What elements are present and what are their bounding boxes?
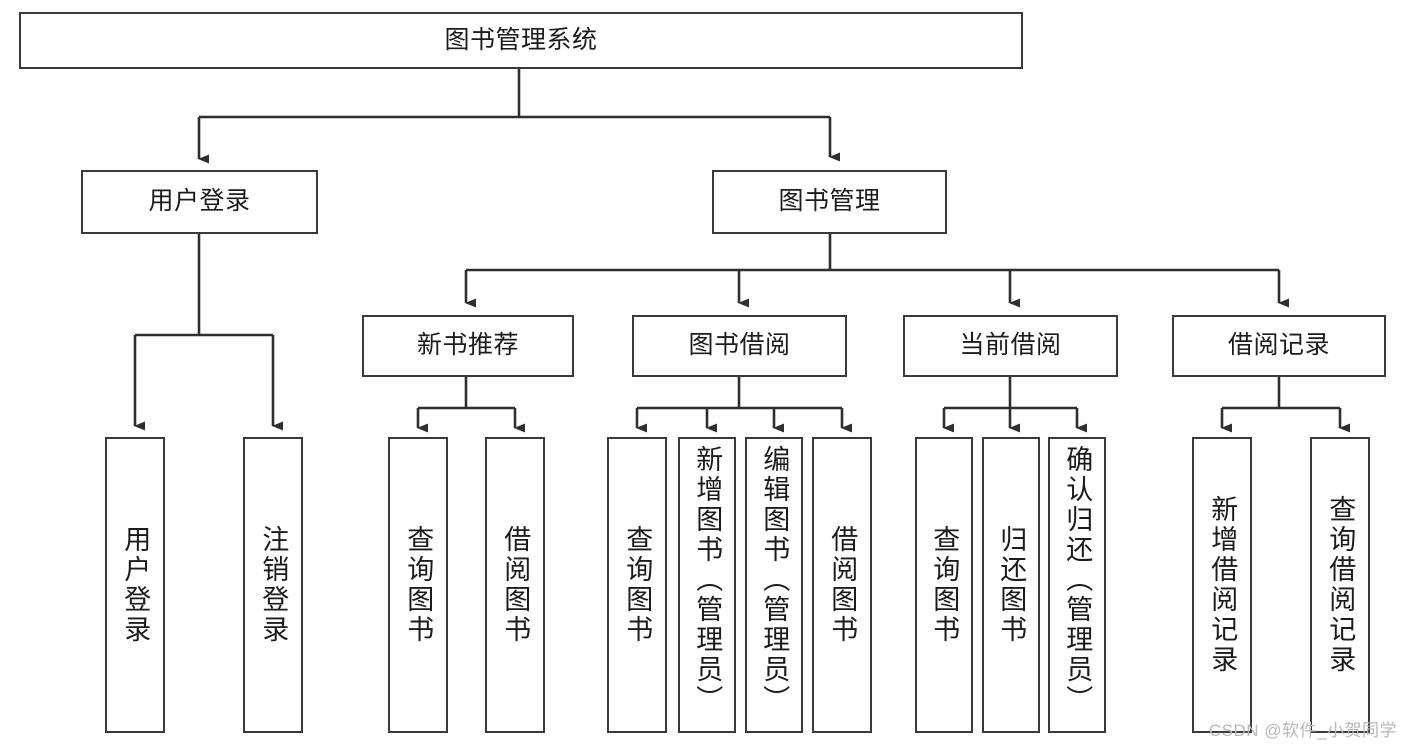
leaf-logout[interactable]: 注销登录	[243, 437, 303, 733]
node-label: 查询借阅记录	[1325, 495, 1356, 675]
node-label: 图书管理	[778, 187, 881, 216]
node-new-book-recommend[interactable]: 新书推荐	[362, 315, 574, 377]
leaf-confirm-return-admin[interactable]: 确认归还（管理员）	[1048, 437, 1106, 733]
node-label: 新增图书（管理员）	[692, 445, 723, 715]
node-label: 当前借阅	[959, 331, 1062, 360]
node-borrow-records[interactable]: 借阅记录	[1172, 315, 1386, 377]
node-book-management[interactable]: 图书管理	[712, 170, 947, 234]
node-user-login[interactable]: 用户登录	[81, 170, 318, 234]
leaf-return-book[interactable]: 归还图书	[982, 437, 1040, 733]
node-label: 借阅图书	[500, 525, 531, 645]
node-label: 归还图书	[996, 525, 1027, 645]
node-label: 用户登录	[148, 187, 251, 216]
node-label: 查询图书	[622, 525, 653, 645]
node-label: 图书管理系统	[444, 25, 598, 54]
node-label: 编辑图书（管理员）	[759, 445, 790, 715]
leaf-user-login[interactable]: 用户登录	[105, 437, 165, 733]
node-label: 查询图书	[929, 525, 960, 645]
leaf-add-borrow-record[interactable]: 新增借阅记录	[1192, 437, 1252, 733]
leaf-lend-book[interactable]: 借阅图书	[812, 437, 872, 733]
node-label: 借阅记录	[1227, 331, 1330, 360]
node-label: 借阅图书	[827, 525, 858, 645]
node-label: 确认归还（管理员）	[1062, 445, 1093, 715]
leaf-query-borrow-record[interactable]: 查询借阅记录	[1310, 437, 1370, 733]
node-label: 图书借阅	[688, 331, 791, 360]
node-label: 用户登录	[120, 525, 151, 645]
node-label: 新增借阅记录	[1207, 495, 1238, 675]
node-current-borrow[interactable]: 当前借阅	[903, 315, 1118, 377]
node-root-book-management-system[interactable]: 图书管理系统	[19, 12, 1023, 69]
node-label: 新书推荐	[416, 331, 519, 360]
node-book-borrow[interactable]: 图书借阅	[632, 315, 847, 377]
node-label: 查询图书	[403, 525, 434, 645]
leaf-edit-book-admin[interactable]: 编辑图书（管理员）	[745, 437, 803, 733]
node-label: 注销登录	[258, 525, 289, 645]
leaf-borrow-book-new[interactable]: 借阅图书	[485, 437, 545, 733]
leaf-query-book-new[interactable]: 查询图书	[388, 437, 448, 733]
leaf-query-book-current[interactable]: 查询图书	[915, 437, 973, 733]
leaf-add-book-admin[interactable]: 新增图书（管理员）	[678, 437, 736, 733]
leaf-query-book-borrow[interactable]: 查询图书	[607, 437, 667, 733]
